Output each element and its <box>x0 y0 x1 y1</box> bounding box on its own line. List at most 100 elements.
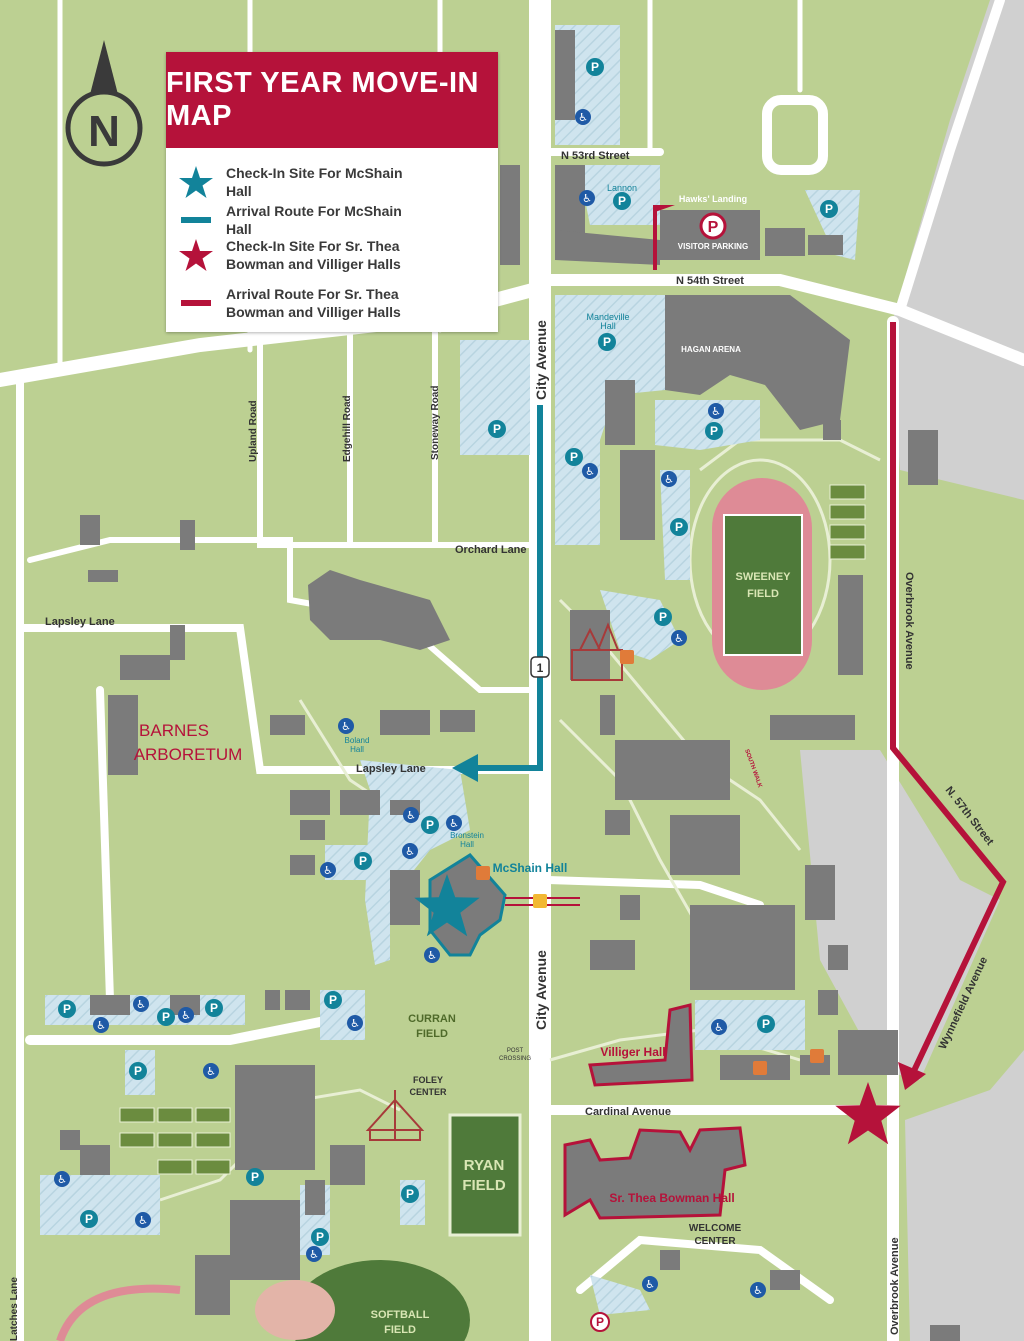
accessible-icon: ♿ <box>424 947 440 963</box>
map-legend: FIRST YEAR MOVE-IN MAP Check-In Site For… <box>166 52 498 332</box>
svg-text:P: P <box>162 1010 170 1024</box>
svg-text:♿: ♿ <box>714 1021 724 1034</box>
svg-text:♿: ♿ <box>582 192 592 205</box>
svg-text:♿: ♿ <box>181 1009 191 1022</box>
visitor-parking-label: VISITOR PARKING <box>678 242 748 251</box>
parking-icon: P <box>654 608 672 626</box>
latches-label: Latches Lane <box>9 1277 20 1341</box>
villiger-hall-building <box>588 1003 694 1087</box>
legend-label: Check-In Site For McShain Hall <box>226 165 403 199</box>
tennis-courts <box>119 484 866 1175</box>
accessible-icon: ♿ <box>178 1007 194 1023</box>
svg-text:♿: ♿ <box>309 1248 319 1261</box>
dining-markers <box>476 650 824 1075</box>
legend-item-bowman-route: Arrival Route For Sr. Thea Bowman and Vi… <box>166 285 498 321</box>
hagan-label: HAGAN ARENA <box>681 345 741 354</box>
hawks-landing-loop <box>762 95 828 175</box>
villiger-label: Villiger Hall <box>600 1045 665 1059</box>
svg-text:P: P <box>329 993 337 1007</box>
mandeville-label-1: Mandeville <box>586 312 629 322</box>
svg-text:♿: ♿ <box>57 1173 67 1186</box>
svg-text:P: P <box>134 1064 142 1078</box>
n53-label: N 53rd Street <box>561 150 630 162</box>
parking-icon: P <box>157 1008 175 1026</box>
accessible-icon: ♿ <box>711 1019 727 1035</box>
accessible-icon: ♿ <box>306 1246 322 1262</box>
accessible-icon: ♿ <box>579 190 595 206</box>
lapsley-west-label: Lapsley Lane <box>45 616 115 628</box>
dining-icon <box>620 650 634 664</box>
curran-label-2: FIELD <box>416 1028 448 1040</box>
lapsley-east-label: Lapsley Lane <box>356 763 426 775</box>
parking-icon: P <box>205 999 223 1017</box>
accessible-icon: ♿ <box>402 843 418 859</box>
crimson-route-icon <box>181 300 211 306</box>
post-crossing-label-2: CROSSING <box>499 1056 531 1062</box>
svg-text:♿: ♿ <box>350 1017 360 1030</box>
compass-label: N <box>88 107 120 156</box>
svg-text:P: P <box>708 219 719 236</box>
svg-text:P: P <box>493 422 501 436</box>
overbrook-south-label: Overbrook Avenue <box>889 1237 901 1335</box>
bronstein-label-1: Bronstein <box>450 831 484 840</box>
svg-text:♿: ♿ <box>449 817 459 830</box>
sweeney-label-1: SWEENEY <box>735 571 791 583</box>
parking-icon: P <box>590 1312 610 1332</box>
n54-label: N 54th Street <box>676 275 744 287</box>
bowman-villiger-checkin-star[interactable] <box>835 1082 901 1145</box>
svg-text:P: P <box>603 335 611 349</box>
svg-text:P: P <box>596 1315 604 1329</box>
dining-icon <box>753 1061 767 1075</box>
accessible-icon: ♿ <box>320 862 336 878</box>
bowman-route-arrowhead <box>898 1062 926 1090</box>
ryan-label-1: RYAN <box>464 1157 505 1174</box>
foley-center-icon <box>365 1090 425 1141</box>
overbrook-north-label: Overbrook Avenue <box>903 572 915 670</box>
accessible-icon: ♿ <box>582 463 598 479</box>
ryan-field <box>448 1113 522 1237</box>
barnes-label-1: BARNES <box>139 721 209 740</box>
accessible-icon: ♿ <box>750 1282 766 1298</box>
accessible-icon: ♿ <box>671 630 687 646</box>
welcome-label-2: CENTER <box>694 1236 736 1247</box>
svg-text:P: P <box>675 520 683 534</box>
svg-text:P: P <box>591 60 599 74</box>
mandeville-label-2: Hall <box>600 321 616 331</box>
legend-title: FIRST YEAR MOVE-IN MAP <box>166 52 498 148</box>
bronstein-label-2: Hall <box>460 840 474 849</box>
boland-label-2: Hall <box>350 745 364 754</box>
mcshain-route-arrowhead <box>452 754 478 782</box>
city-avenue-label: City Avenue <box>533 320 549 400</box>
softball-label-2: FIELD <box>384 1324 416 1336</box>
svg-text:P: P <box>710 424 718 438</box>
ryan-label-2: FIELD <box>462 1177 505 1194</box>
svg-text:♿: ♿ <box>138 1214 148 1227</box>
mcshain-checkin-star[interactable] <box>414 874 480 937</box>
boland-label-1: Boland <box>345 736 370 745</box>
sweeney-field <box>723 514 803 656</box>
accessible-icon: ♿ <box>642 1276 658 1292</box>
baseball-infield <box>255 1280 335 1340</box>
svg-text:♿: ♿ <box>427 949 437 962</box>
bowman-hall-building <box>563 1126 747 1220</box>
parking-icon: P <box>820 200 838 218</box>
foley-label-1: FOLEY <box>413 1075 443 1085</box>
bowman-label: Sr. Thea Bowman Hall <box>609 1191 734 1205</box>
parking-icon: P <box>565 448 583 466</box>
dining-icon <box>810 1049 824 1063</box>
foley-label-2: CENTER <box>409 1087 447 1097</box>
softball-label-1: SOFTBALL <box>371 1309 430 1321</box>
accessible-icon: ♿ <box>403 807 419 823</box>
svg-text:P: P <box>63 1002 71 1016</box>
lannon-label: Lannon <box>607 183 637 193</box>
parking-icon: P <box>246 1168 264 1186</box>
mcshain-arrival-route <box>470 405 543 771</box>
parking-markers: P P P P P P P P P P P P P P P P P P P P … <box>58 58 838 1332</box>
svg-text:♿: ♿ <box>405 845 415 858</box>
route-shield-label: 1 <box>537 661 544 675</box>
svg-text:P: P <box>825 202 833 216</box>
accessible-icon: ♿ <box>54 1171 70 1187</box>
svg-text:P: P <box>316 1230 324 1244</box>
parking-icon: P <box>421 816 439 834</box>
